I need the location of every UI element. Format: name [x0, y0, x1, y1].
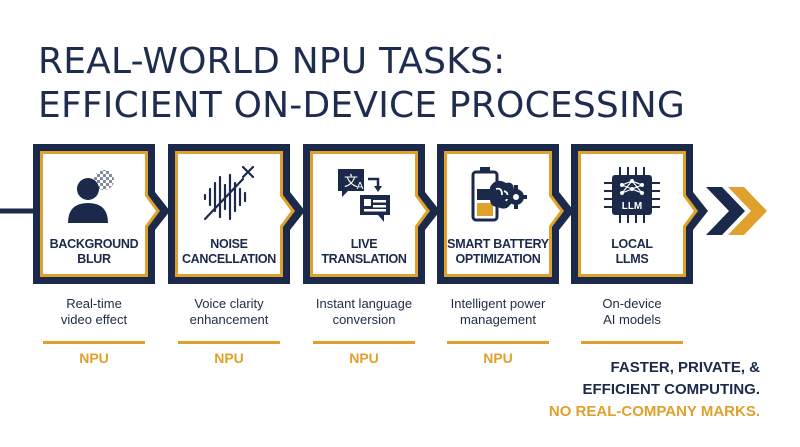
npu-tag: NPU [483, 350, 513, 366]
tagline-line-1: FASTER, PRIVATE, & [610, 359, 760, 376]
task-label: LIVE TRANSLATION [321, 237, 407, 266]
divider-rule [178, 341, 280, 344]
task-card-live-translation: 文 A LIVE TRANSLATION [301, 145, 427, 275]
task-card-smart-battery: SMART BATTERY OPTIMIZATION [435, 145, 561, 275]
end-chevron-navy [706, 187, 745, 235]
tagline-line-2: EFFICIENT COMPUTING. [582, 381, 761, 398]
task-card-noise-cancellation: NOISE CANCELLATION [166, 145, 292, 275]
end-chevron-gold [728, 187, 767, 235]
chip-text: LLM [622, 201, 643, 212]
npu-tag: NPU [349, 350, 379, 366]
task-card-local-llms: LLM LOCAL LLMS [569, 145, 695, 275]
title-line-2: EFFICIENT ON-DEVICE PROCESSING [38, 85, 686, 126]
svg-text:A: A [357, 181, 364, 192]
translate-bubbles-icon: 文 A [338, 169, 390, 222]
task-description: Voice clarity enhancement [189, 296, 269, 327]
battery-brain-gear-icon [471, 167, 527, 222]
task-label: NOISE CANCELLATION [181, 237, 277, 266]
divider-rule [43, 341, 145, 344]
card-frame-2 [168, 144, 305, 284]
page-title: REAL-WORLD NPU TASKS: EFFICIENT ON-DEVIC… [38, 40, 685, 128]
task-description: Intelligent power management [450, 296, 546, 327]
muted-waveform-icon [203, 165, 255, 221]
tagline: FASTER, PRIVATE, & EFFICIENT COMPUTING. … [549, 357, 760, 423]
npu-tag: NPU [79, 350, 109, 366]
person-blur-icon [68, 170, 114, 223]
title-line-1: REAL-WORLD NPU TASKS: [38, 41, 506, 82]
task-label: SMART BATTERY OPTIMIZATION [447, 237, 549, 266]
task-label: LOCAL LLMS [611, 237, 653, 266]
task-description: On-device AI models [602, 296, 662, 327]
task-description: Real-time video effect [60, 296, 128, 327]
npu-tag: NPU [214, 350, 244, 366]
task-description: Instant language conversion [315, 296, 413, 327]
task-card-background-blur: BACKGROUND BLUR [31, 145, 157, 275]
tagline-line-3: NO REAL-COMPANY MARKS. [548, 403, 760, 420]
task-label: BACKGROUND BLUR [49, 237, 139, 266]
llm-chip-icon: LLM [604, 167, 660, 223]
divider-rule [447, 341, 549, 344]
divider-rule [581, 341, 683, 344]
divider-rule [313, 341, 415, 344]
svg-text:文: 文 [344, 174, 358, 190]
